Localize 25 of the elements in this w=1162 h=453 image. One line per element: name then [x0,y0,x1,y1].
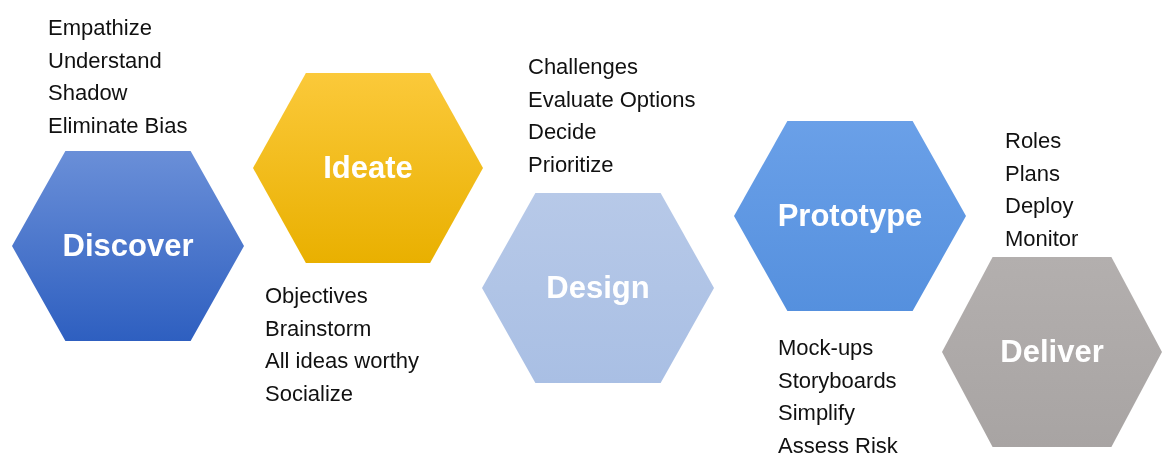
activity-text: Mock-ups [778,334,875,362]
stage-title: Deliver [999,334,1105,370]
stage-title: Ideate [322,150,414,186]
activity-text: Shadow [48,79,129,107]
activity-text: Plans [1005,159,1062,188]
activity-text: All ideas worthy [265,347,420,375]
activity-text: Simplify [778,399,856,427]
activity-text: Roles [1005,127,1063,155]
activity-text: Monitor [1005,224,1079,253]
activity-text: Eliminate Bias [48,111,188,140]
activity-text: Prioritize [528,150,615,179]
activity-text: Objectives [265,282,369,310]
activity-text: Understand [48,46,163,75]
activity-text: Socialize [265,379,355,408]
stage-title: Prototype [776,198,924,234]
stage-title: Design [545,270,651,306]
stage-title: Discover [61,228,195,264]
activity-text: Decide [528,118,598,146]
activity-text: Assess Risk [778,431,898,453]
activity-text: Brainstorm [265,314,373,343]
activity-text: Empathize [48,14,153,42]
activity-text: Storyboards [778,366,898,395]
activity-text: Evaluate Options [528,85,696,114]
activity-text: Challenges [528,53,640,81]
activity-text: Deploy [1005,192,1075,220]
